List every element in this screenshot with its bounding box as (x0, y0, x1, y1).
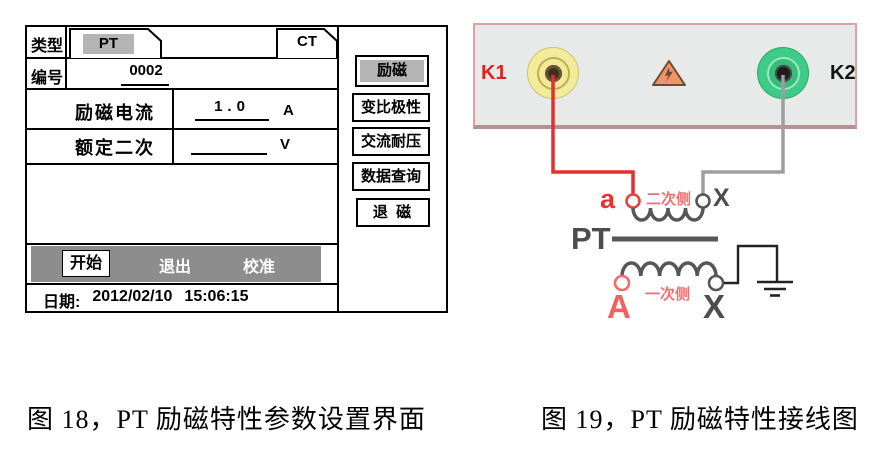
terminal-a (625, 193, 641, 209)
rated-secondary-label: 额定二次 (75, 138, 155, 158)
primary-side-label: 一次侧 (645, 286, 691, 303)
terminal-x-secondary-label: X (713, 184, 730, 212)
serial-value-field[interactable]: 0002 (129, 62, 163, 79)
ground-wire (724, 244, 779, 285)
label-col-divider (65, 27, 67, 90)
row2-divider (27, 88, 337, 90)
secondary-side-label: 二次侧 (646, 191, 692, 208)
row3-divider (27, 128, 337, 130)
k2-banana-jack[interactable] (757, 47, 809, 99)
k2-jack-hole (774, 64, 792, 82)
menu-item-data-query[interactable]: 数据查询 (352, 162, 430, 191)
red-test-lead (551, 75, 635, 194)
gray-test-lead (701, 75, 785, 194)
serial-label: 编号 (31, 70, 64, 87)
menu-item-excitation-label: 励磁 (360, 60, 424, 82)
exit-button[interactable]: 退出 (158, 259, 191, 276)
rated-secondary-unit: V (280, 136, 291, 153)
menu-item-demagnetize[interactable]: 退 磁 (356, 198, 430, 227)
actionbar-divider (27, 243, 337, 245)
tab-ct[interactable]: CT (297, 33, 317, 50)
k2-terminal-label: K2 (830, 62, 856, 84)
date-label: 日期: (43, 294, 81, 311)
k2-jack-ring (766, 56, 800, 90)
row4-divider (27, 163, 337, 165)
time-value: 15:06:15 (184, 288, 249, 305)
menu-item-ratio-polarity[interactable]: 变比极性 (352, 93, 430, 122)
excitation-current-underline (195, 119, 269, 121)
calibrate-button[interactable]: 校准 (242, 259, 275, 276)
menu-item-excitation[interactable]: 励磁 (355, 55, 429, 87)
k1-terminal-label: K1 (481, 62, 507, 84)
ct-tab-outline (276, 28, 338, 58)
menu-item-ac-withstand[interactable]: 交流耐压 (352, 127, 430, 156)
primary-winding-coil (620, 261, 718, 277)
terminal-a-label: a (600, 184, 616, 214)
figure19-caption: 图 19，PT 励磁特性接线图 (541, 405, 859, 434)
rated-secondary-underline (191, 153, 267, 155)
type-label: 类型 (31, 38, 64, 55)
menu-col-divider (337, 27, 339, 311)
pt-transformer-label: PT (571, 221, 611, 256)
action-bar: 开始 退出 校准 (31, 246, 321, 282)
tab-pt[interactable]: PT (83, 34, 134, 54)
start-button[interactable]: 开始 (62, 250, 110, 277)
excitation-current-label: 励磁电流 (75, 103, 155, 123)
row1-divider (27, 57, 337, 59)
terminal-A-primary-label: A (607, 288, 631, 325)
secondary-winding-coil (631, 207, 705, 222)
terminal-x-primary (707, 274, 725, 292)
value-col-divider (172, 88, 174, 165)
date-value: 2012/02/10 (92, 288, 173, 305)
excitation-current-unit: A (283, 102, 294, 119)
terminal-x-primary-label: X (703, 288, 726, 325)
terminal-x-secondary (695, 193, 711, 209)
date-row: 日期: 2012/02/10 15:06:15 (43, 288, 248, 312)
date-divider (27, 283, 337, 285)
serial-underline (121, 84, 169, 86)
high-voltage-warning-icon (652, 60, 686, 86)
k1-banana-jack[interactable] (527, 47, 579, 99)
k1-jack-hole (544, 64, 562, 82)
terminal-A-primary (613, 274, 631, 292)
instrument-screen: 类型 PT CT 编号 0002 励磁电流 1.0 A 额定二次 V 开始 退出… (25, 25, 448, 313)
excitation-current-field[interactable]: 1.0 (214, 98, 250, 115)
wiring-diagram (551, 75, 793, 297)
figure18-caption: 图 18，PT 励磁特性参数设置界面 (27, 405, 426, 434)
